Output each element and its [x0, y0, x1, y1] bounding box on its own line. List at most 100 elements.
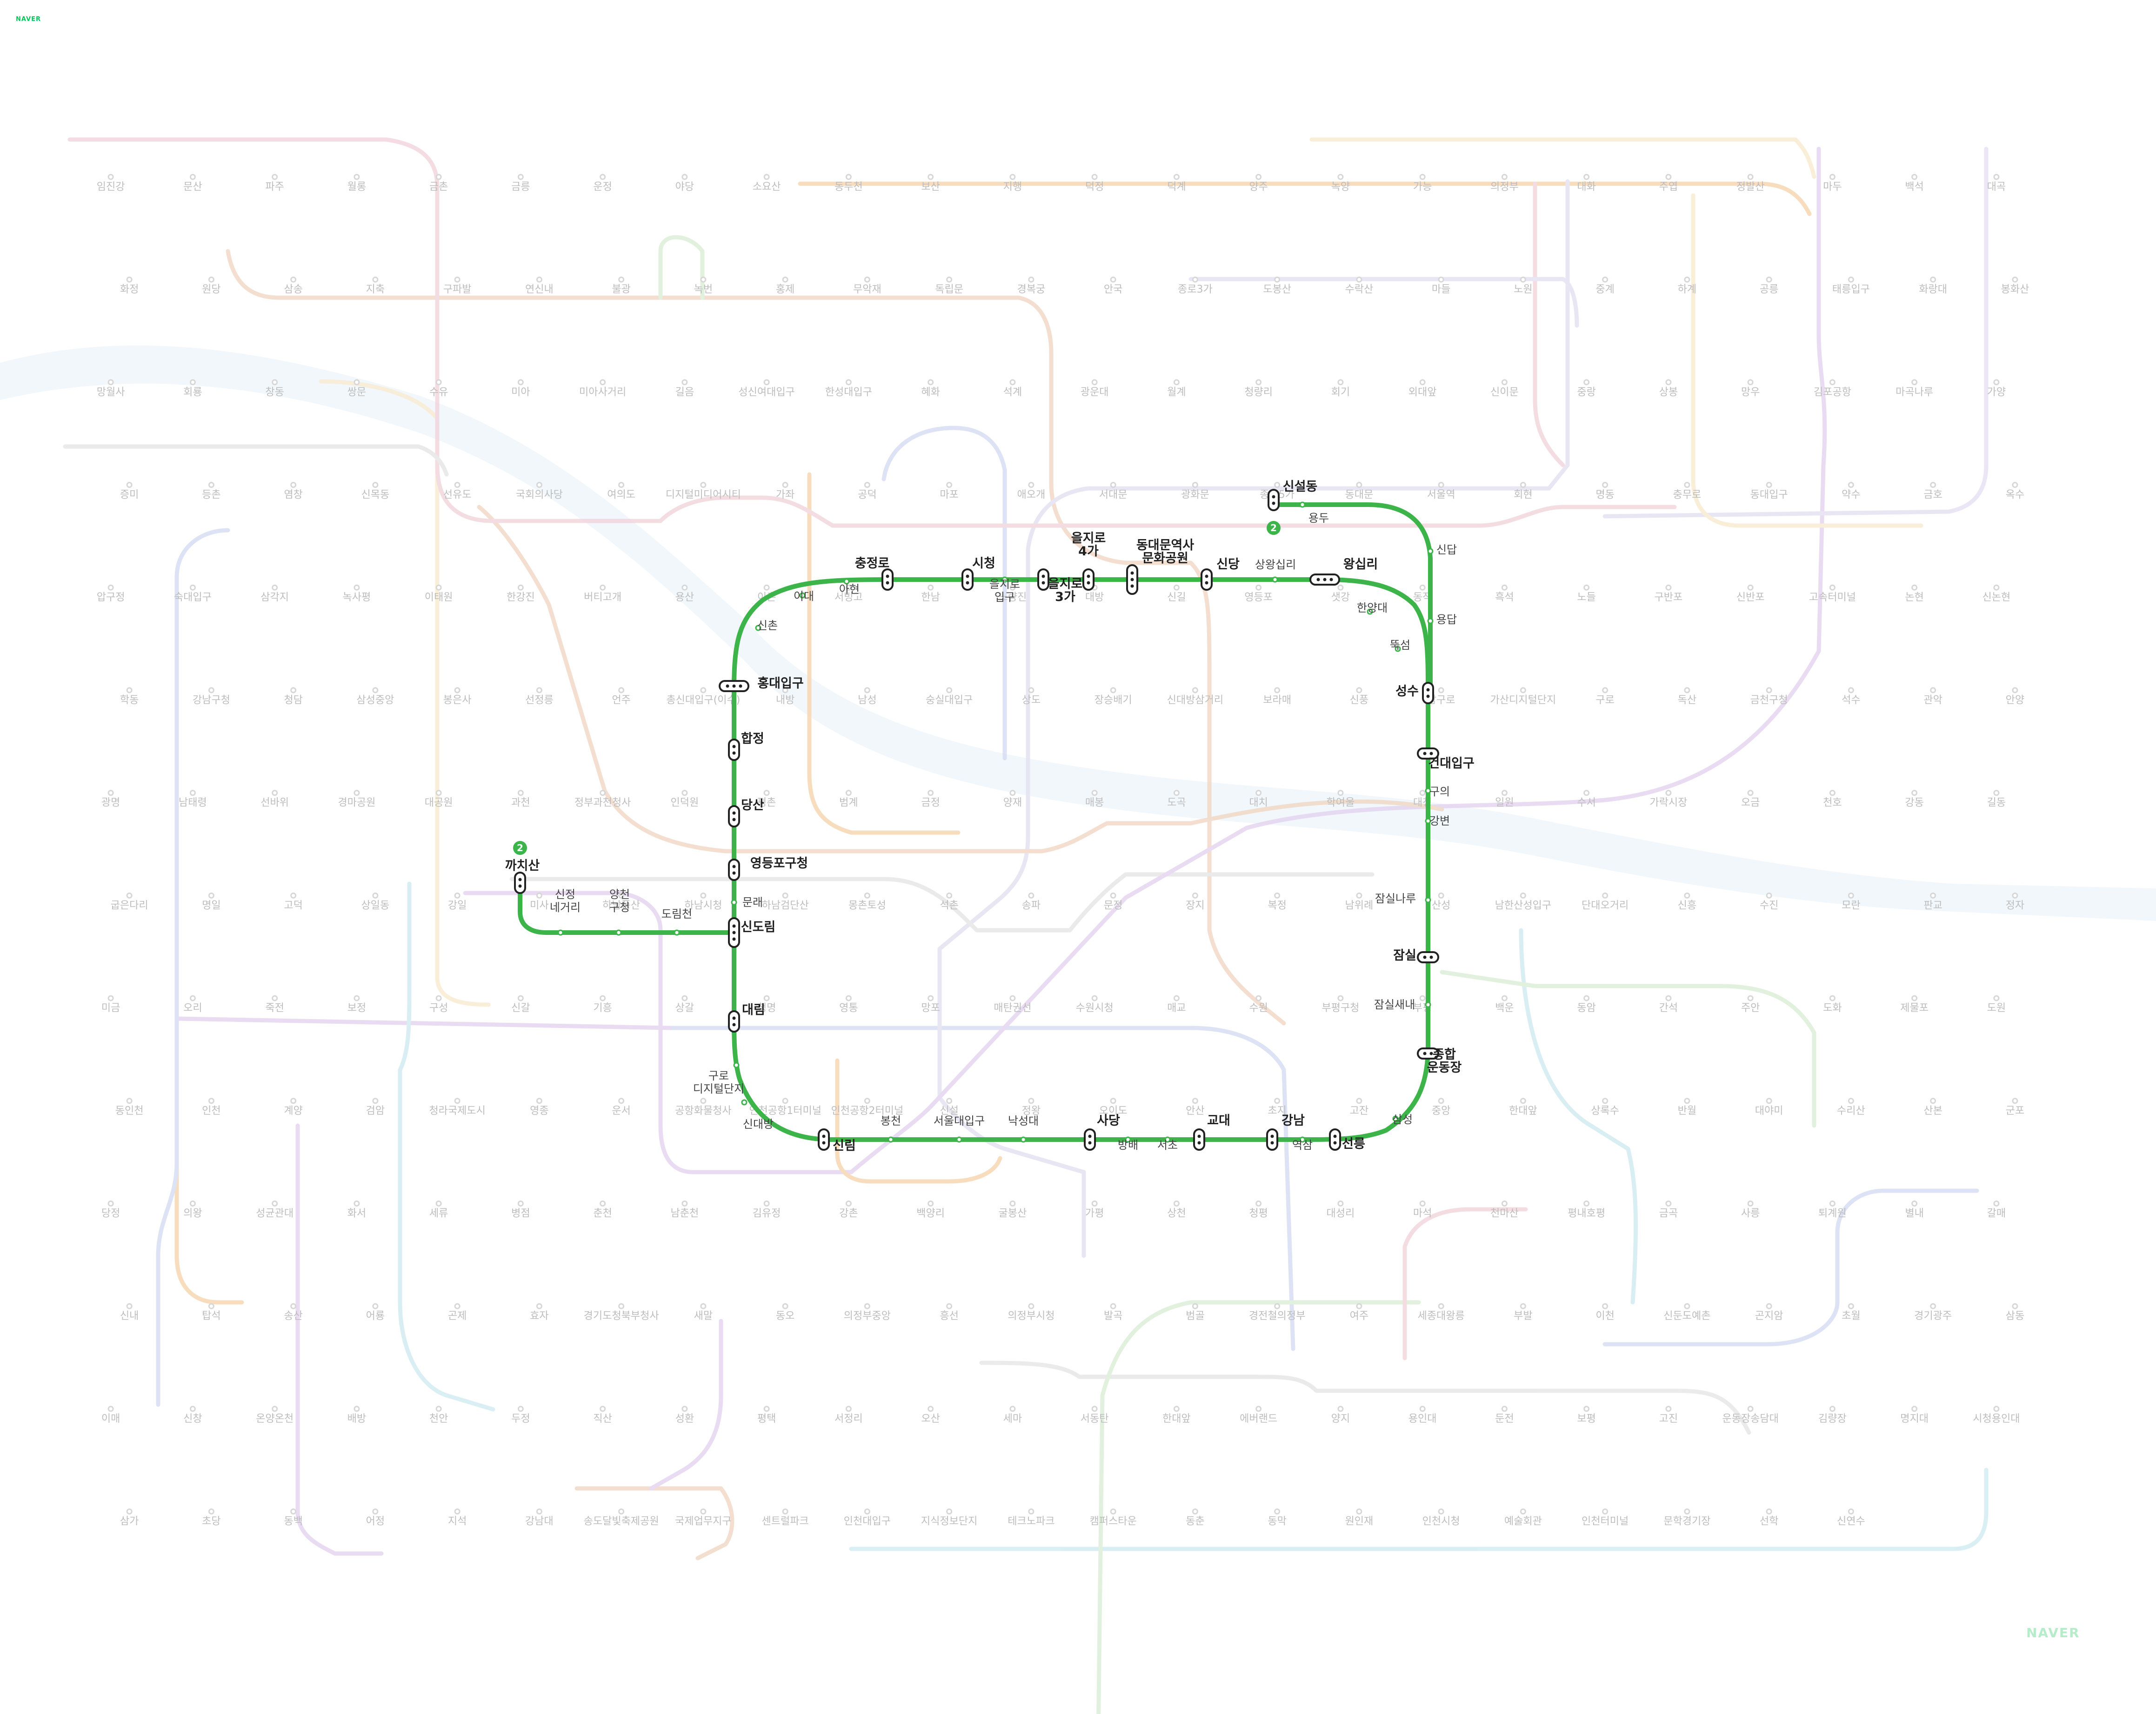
- station-dot-문학경기장-331[interactable]: [1685, 1509, 1689, 1514]
- station-dot-기흥-198[interactable]: [601, 996, 605, 1000]
- station-dot-갈매-263[interactable]: [1994, 1201, 1999, 1206]
- station-dot-보평-306[interactable]: [1584, 1407, 1589, 1411]
- line2-station-까치산[interactable]: [515, 873, 525, 893]
- station-dot-청명-200[interactable]: [764, 996, 769, 1000]
- station-dot-몽촌토성-177[interactable]: [865, 893, 869, 898]
- station-dot-장승배기-132[interactable]: [1111, 688, 1115, 693]
- station-dot-안국-36[interactable]: [1111, 277, 1115, 282]
- station-dot-서울역-88[interactable]: [1439, 483, 1443, 487]
- station-dot-백운-209[interactable]: [1502, 996, 1507, 1000]
- station-dot-성신여대입구-56[interactable]: [764, 380, 769, 385]
- station-dot-양지-303[interactable]: [1338, 1407, 1343, 1411]
- station-dot-한대앞-301[interactable]: [1174, 1407, 1179, 1411]
- station-dot-동대입구-92[interactable]: [1767, 483, 1771, 487]
- station-dot-신설-226[interactable]: [947, 1099, 952, 1103]
- station-dot-창동-50[interactable]: [273, 380, 277, 385]
- station-dot-마곡나루-70[interactable]: [1912, 380, 1917, 385]
- station-dot-흥선-274[interactable]: [947, 1304, 952, 1308]
- station-dot-백석-22[interactable]: [1912, 174, 1917, 179]
- station-dot-이매-288[interactable]: [108, 1407, 113, 1411]
- line2-station-영등포구청[interactable]: [729, 860, 739, 880]
- station-dot-의정부중앙-273[interactable]: [865, 1304, 869, 1308]
- station-dot-가양-71[interactable]: [1994, 380, 1999, 385]
- line2-station-구로-디지털단지[interactable]: [734, 1063, 739, 1067]
- station-dot-공덕-81[interactable]: [865, 483, 869, 487]
- station-dot-계양-218[interactable]: [291, 1099, 296, 1103]
- station-dot-춘천-246[interactable]: [601, 1201, 605, 1206]
- station-dot-석계-59[interactable]: [1010, 380, 1015, 385]
- station-dot-보산-10[interactable]: [928, 174, 933, 179]
- line2-station-교대[interactable]: [1194, 1129, 1204, 1150]
- station-dot-탑석-265[interactable]: [209, 1304, 214, 1308]
- station-dot-범골-277[interactable]: [1193, 1304, 1197, 1308]
- station-dot-길동-167[interactable]: [1994, 791, 1999, 795]
- station-dot-수리산-237[interactable]: [1849, 1099, 1853, 1103]
- station-dot-동오-272[interactable]: [783, 1304, 788, 1308]
- station-dot-인천대입구-321[interactable]: [865, 1509, 869, 1514]
- station-dot-명일-169[interactable]: [209, 893, 214, 898]
- station-dot-태릉입구-45[interactable]: [1849, 277, 1853, 282]
- station-dot-곤지암-284[interactable]: [1767, 1304, 1771, 1308]
- station-dot-하계-43[interactable]: [1685, 277, 1689, 282]
- station-dot-에버랜드-302[interactable]: [1256, 1407, 1261, 1411]
- station-dot-미금-192[interactable]: [108, 996, 113, 1000]
- station-dot-남태령-145[interactable]: [190, 791, 195, 795]
- station-dot-평택-296[interactable]: [764, 1407, 769, 1411]
- station-dot-동대문-87[interactable]: [1357, 483, 1362, 487]
- station-dot-마들-40[interactable]: [1439, 277, 1443, 282]
- station-dot-이천-282[interactable]: [1603, 1304, 1608, 1308]
- station-dot-정자-191[interactable]: [2013, 893, 2017, 898]
- station-dot-선유도-76[interactable]: [455, 483, 460, 487]
- station-dot-상봉-67[interactable]: [1666, 380, 1671, 385]
- station-dot-부평-208[interactable]: [1420, 996, 1425, 1000]
- station-dot-동인천-216[interactable]: [127, 1099, 132, 1103]
- station-dot-여주-279[interactable]: [1357, 1304, 1362, 1308]
- station-dot-지행-11[interactable]: [1010, 174, 1015, 179]
- station-dot-한강진-101[interactable]: [518, 585, 523, 590]
- station-dot-경기도청북부청사-270[interactable]: [619, 1304, 624, 1308]
- station-dot-남성-129[interactable]: [865, 688, 869, 693]
- station-dot-동작-112[interactable]: [1420, 585, 1425, 590]
- line2-station-용답[interactable]: [1428, 619, 1433, 623]
- station-dot-보라매-134[interactable]: [1275, 688, 1280, 693]
- station-dot-주안-212[interactable]: [1748, 996, 1753, 1000]
- station-dot-회룡-49[interactable]: [190, 380, 195, 385]
- station-dot-오이도-228[interactable]: [1111, 1099, 1115, 1103]
- station-dot-화랑대-46[interactable]: [1931, 277, 1936, 282]
- station-dot-용인대-304[interactable]: [1420, 1407, 1425, 1411]
- station-dot-애오개-83[interactable]: [1029, 483, 1034, 487]
- station-dot-대공원-148[interactable]: [436, 791, 441, 795]
- station-dot-국제업무지구-319[interactable]: [701, 1509, 706, 1514]
- station-dot-송산-266[interactable]: [291, 1304, 296, 1308]
- line2-station-신림[interactable]: [819, 1129, 829, 1150]
- line2-station-충정로[interactable]: [882, 569, 893, 590]
- station-dot-미아사거리-54[interactable]: [601, 380, 605, 385]
- station-dot-신갈-197[interactable]: [518, 996, 523, 1000]
- line2-station-도림천[interactable]: [674, 930, 679, 935]
- station-dot-가산디지털단지-137[interactable]: [1521, 688, 1525, 693]
- station-dot-퇴계원-261[interactable]: [1830, 1201, 1835, 1206]
- line2-station-문래[interactable]: [732, 900, 736, 905]
- station-dot-월롱-3[interactable]: [354, 174, 359, 179]
- station-dot-압구정-96[interactable]: [108, 585, 113, 590]
- station-dot-운서-222[interactable]: [619, 1099, 624, 1103]
- station-dot-신흥-187[interactable]: [1685, 893, 1689, 898]
- station-dot-임진강-0[interactable]: [108, 174, 113, 179]
- station-dot-둔전-305[interactable]: [1502, 1407, 1507, 1411]
- line2-station-신당[interactable]: [1201, 569, 1212, 590]
- station-dot-성균관대-242[interactable]: [273, 1201, 277, 1206]
- station-dot-회현-89[interactable]: [1521, 483, 1525, 487]
- station-dot-남구로-136[interactable]: [1439, 688, 1443, 693]
- station-dot-상록수-234[interactable]: [1603, 1099, 1608, 1103]
- station-dot-영종-221[interactable]: [537, 1099, 541, 1103]
- station-dot-삼각지-98[interactable]: [273, 585, 277, 590]
- line2-station-봉천[interactable]: [888, 1137, 893, 1142]
- station-dot-숭실대입구-130[interactable]: [947, 688, 952, 693]
- station-dot-버티고개-102[interactable]: [601, 585, 605, 590]
- station-dot-매교-205[interactable]: [1174, 996, 1179, 1000]
- station-dot-이태원-100[interactable]: [436, 585, 441, 590]
- station-dot-고잔-231[interactable]: [1357, 1099, 1362, 1103]
- station-dot-혜화-58[interactable]: [928, 380, 933, 385]
- station-dot-오리-193[interactable]: [190, 996, 195, 1000]
